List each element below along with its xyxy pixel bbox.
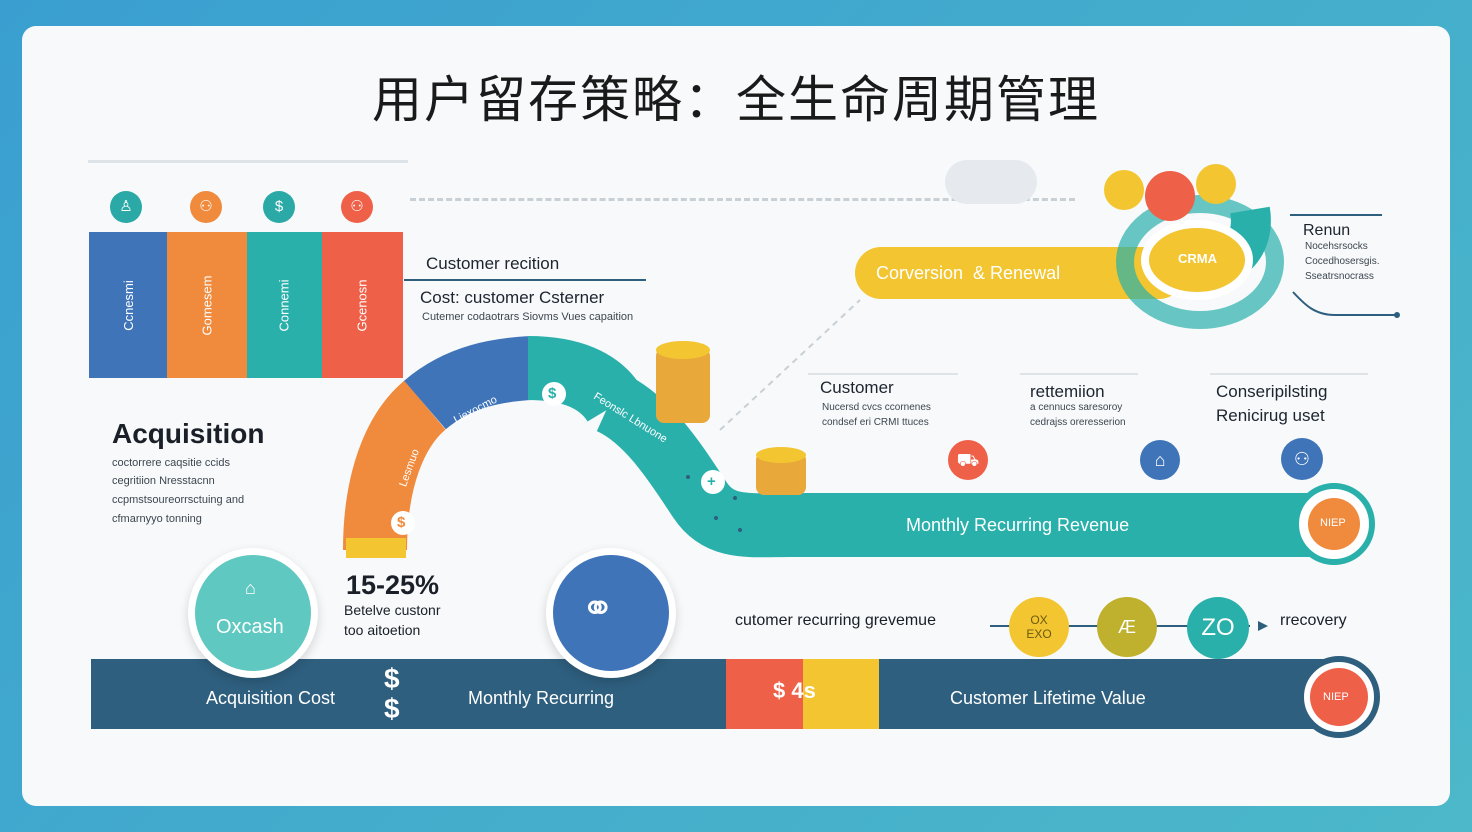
recurring-circle-1: OX EXO: [1009, 597, 1069, 657]
monthly-recurring-label: Monthly Recurring: [468, 688, 615, 708]
cloud-shape: [945, 160, 1037, 204]
group-icon: ⚇: [341, 191, 373, 223]
team-icon: ⚇: [190, 191, 222, 223]
acquisition-line-4: cfmarnyyo tonning: [112, 513, 202, 525]
clv-badge: [1310, 668, 1368, 726]
arc-base: [346, 538, 406, 558]
recurring-circle-1-text: OX EXO: [1026, 613, 1052, 641]
mini-value: $ 4s: [773, 678, 816, 703]
clv-badge-label: NIEP: [1323, 691, 1349, 703]
crm-label: CRMA: [1178, 251, 1217, 266]
mid-item-3-heading: Conseripilsting Renicirug uset: [1216, 382, 1328, 425]
page-title: 用户留存策略：全生命周期管理: [372, 71, 1100, 129]
acquisition-cost-label: Acquisition Cost: [206, 688, 336, 708]
arc-orange: [343, 380, 447, 551]
renun-connector: [1292, 291, 1396, 316]
oxcash-label: Oxcash: [216, 616, 284, 638]
divider-left: [88, 160, 408, 163]
recurring-circle-3: ZO: [1187, 597, 1249, 659]
mid-divider-3: [1210, 373, 1368, 375]
dollar-icon-b-glyph: $: [397, 514, 406, 531]
mrr-badge-label: NIEP: [1320, 517, 1346, 529]
column-3: Connemi: [247, 232, 322, 378]
mid-divider-2: [1020, 373, 1138, 375]
customer-recition-desc: Cutemer codaotrars Siovms Vues capaition: [422, 311, 634, 323]
teal-track: [595, 372, 1340, 558]
plus-icon-c: [701, 470, 725, 494]
mrr-badge: [1308, 498, 1360, 550]
conversion-label: Corversion & Renewal: [876, 263, 1061, 283]
acquisition-line-2: cegritiion Nresstacnn: [112, 475, 215, 487]
renun-line-3: Sseatrsnocrass: [1305, 271, 1374, 282]
cluster-icon-1: [1104, 170, 1144, 210]
network-circle: [553, 555, 669, 671]
acquisition-heading: Acquisition: [112, 418, 265, 449]
recurring-circle-2-text: Æ: [1118, 616, 1136, 637]
mrr-band-label: Monthly Recurring Revenue: [906, 515, 1130, 535]
acquisition-line-3: ccpmstsoureorrsctuing and: [112, 494, 245, 506]
mid-item-2-heading: rettemiion: [1030, 382, 1105, 401]
divider-top: [410, 198, 1075, 201]
cluster-icon-2: [1145, 171, 1195, 221]
dollar-icon-b: [391, 511, 415, 535]
store-icon: ⌂: [1140, 440, 1180, 480]
recurring-circle-2: Æ: [1097, 597, 1157, 657]
recurring-row-label: cutomer recurring grevemue: [735, 612, 936, 629]
dollar-icon-a-glyph: $: [548, 385, 557, 402]
dollar-person-icon: $: [263, 191, 295, 223]
dollar-stack-icon: $ $: [384, 663, 400, 724]
arc-blue: [404, 336, 533, 431]
stat-value: 15-25%: [346, 570, 440, 600]
coin-stack-1: [656, 348, 710, 423]
mid-divider-1: [808, 373, 958, 375]
dollar-icon-a: [542, 382, 566, 406]
bottom-mini-red: [726, 659, 803, 729]
column-4: Gcenosn: [322, 232, 403, 378]
renun-line-1: Nocehsrsocks: [1305, 241, 1368, 252]
column-2: Gomesem: [167, 232, 247, 378]
plus-icon-c-glyph: +: [707, 473, 716, 490]
coin-stack-2: [756, 452, 806, 495]
stat-line-2: too aitoetion: [344, 622, 421, 638]
conversion-band: [855, 247, 1185, 299]
oxcash-circle: [195, 555, 311, 671]
recovery-label: rrecovery: [1280, 612, 1347, 629]
crm-ring: [1141, 220, 1253, 300]
connector-line: [719, 299, 861, 431]
bottom-bar: [91, 659, 1331, 729]
customer-recition-sub: Cost: customer Csterner: [420, 288, 605, 307]
renun-heading: Renun: [1303, 222, 1351, 239]
user-icon: ♙: [110, 191, 142, 223]
column-1: Ccnesmi: [89, 232, 167, 378]
network-icon: ⚭: [581, 587, 615, 631]
renun-line-2: Cocedhosersgis.: [1305, 256, 1380, 267]
cluster-icon-3: [1196, 164, 1236, 204]
recurring-circle-3-text: ZO: [1201, 614, 1235, 641]
truck-icon: ⛟: [948, 440, 988, 480]
customer-recition-heading: Customer recition: [426, 254, 560, 273]
clv-label: Customer Lifetime Value: [950, 688, 1146, 708]
recition-divider: [404, 279, 646, 281]
stat-line-1: Betelve custonr: [344, 602, 441, 618]
crm-ring-outer: [1116, 195, 1284, 329]
people-icon: ⚇: [1281, 438, 1323, 480]
mid-item-2-line-2: cedrajss oreresserion: [1030, 417, 1126, 428]
mid-item-1-line-1: Nucersd cvcs ccornenes: [822, 402, 931, 413]
renun-divider: [1290, 214, 1382, 216]
bottom-mini-yellow: [803, 659, 879, 729]
arc-teal: [527, 336, 643, 424]
mid-item-1-heading: Customer: [820, 378, 894, 397]
mid-item-1-line-2: condsef eri CRMI ttuces: [822, 417, 929, 428]
home-icon: ⌂: [245, 578, 256, 598]
mid-item-2-line-1: a cennucs saresoroy: [1030, 402, 1123, 413]
acquisition-line-1: coctorrere caqsitie ccids: [112, 457, 230, 469]
